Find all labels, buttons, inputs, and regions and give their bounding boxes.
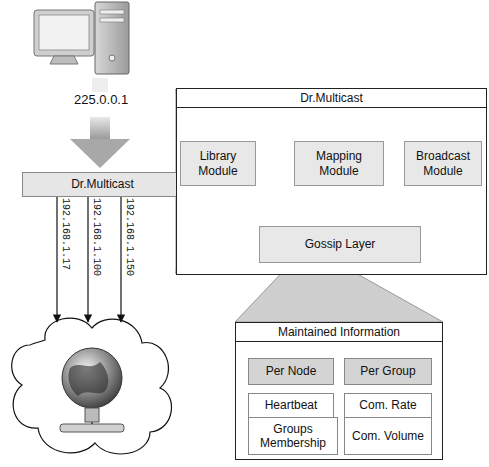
box-label: Groups Membership: [249, 420, 337, 453]
component-frame: Library Module Mapping Module Broadcast Mo…: [176, 88, 487, 275]
table-cell: Groups Membership: [248, 417, 338, 455]
box-label: Com. Volume: [349, 427, 427, 445]
component-bar: Dr.Multicast: [22, 172, 183, 197]
box-label: Com. Rate: [356, 396, 419, 414]
module-box: Broadcast Module: [404, 141, 482, 186]
frame-title: Dr.Multicast: [177, 89, 486, 108]
box-label: Heartbeat: [262, 396, 321, 414]
box-label: Broadcast Module: [405, 147, 481, 180]
node-address: 192.168.1.100: [91, 198, 102, 276]
box-label: Dr.Multicast: [68, 175, 137, 193]
network-cloud: [12, 318, 172, 454]
box-label: Library Module: [181, 147, 255, 180]
table-header: Per Node: [248, 358, 334, 385]
box-label: Per Group: [357, 362, 418, 380]
block-arrow: [70, 78, 130, 168]
module-box: Library Module: [180, 141, 256, 186]
computer-icon: [34, 2, 129, 74]
group-address: 225.0.0.1: [72, 92, 130, 107]
box-label: Mapping Module: [295, 147, 383, 180]
address-arrows: [55, 189, 124, 323]
frame-title: Maintained Information: [236, 323, 442, 342]
info-table: Per NodeHeartbeatGroups Membership Per Gr…: [235, 322, 443, 460]
table-cell: Com. Volume: [344, 417, 432, 455]
module-box: Mapping Module: [294, 141, 384, 186]
table-cell: Com. Rate: [344, 393, 432, 418]
table-header: Per Group: [344, 358, 432, 385]
box-label: Gossip Layer: [302, 235, 379, 253]
node-address: 192.168.1.17: [60, 198, 71, 270]
box-label: Per Node: [263, 362, 320, 380]
table-cell: Heartbeat: [248, 393, 334, 418]
layer-box: Gossip Layer: [259, 226, 421, 263]
node-address: 192.168.1.150: [124, 198, 135, 276]
